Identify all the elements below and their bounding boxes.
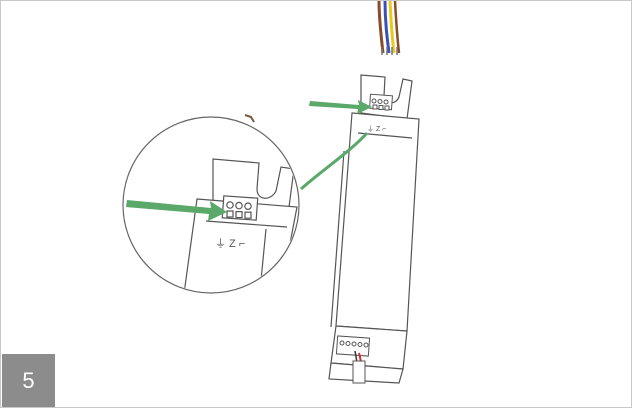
arrow-right-icon [309,100,372,114]
output-wires [352,350,366,384]
arrow-right-icon [126,200,227,221]
terminal-block-bottom [335,335,371,357]
callout-line [299,132,369,191]
led-driver [328,74,420,384]
wire-fragment [244,114,255,123]
step-number-badge: 5 [2,354,55,407]
ground-symbol-icon: ⏚ Z ⌐ [367,125,386,133]
input-wires [377,1,401,55]
terminal-block-top [369,93,393,111]
ground-symbol-icon: ⏚ Z ⌐ [215,237,245,250]
